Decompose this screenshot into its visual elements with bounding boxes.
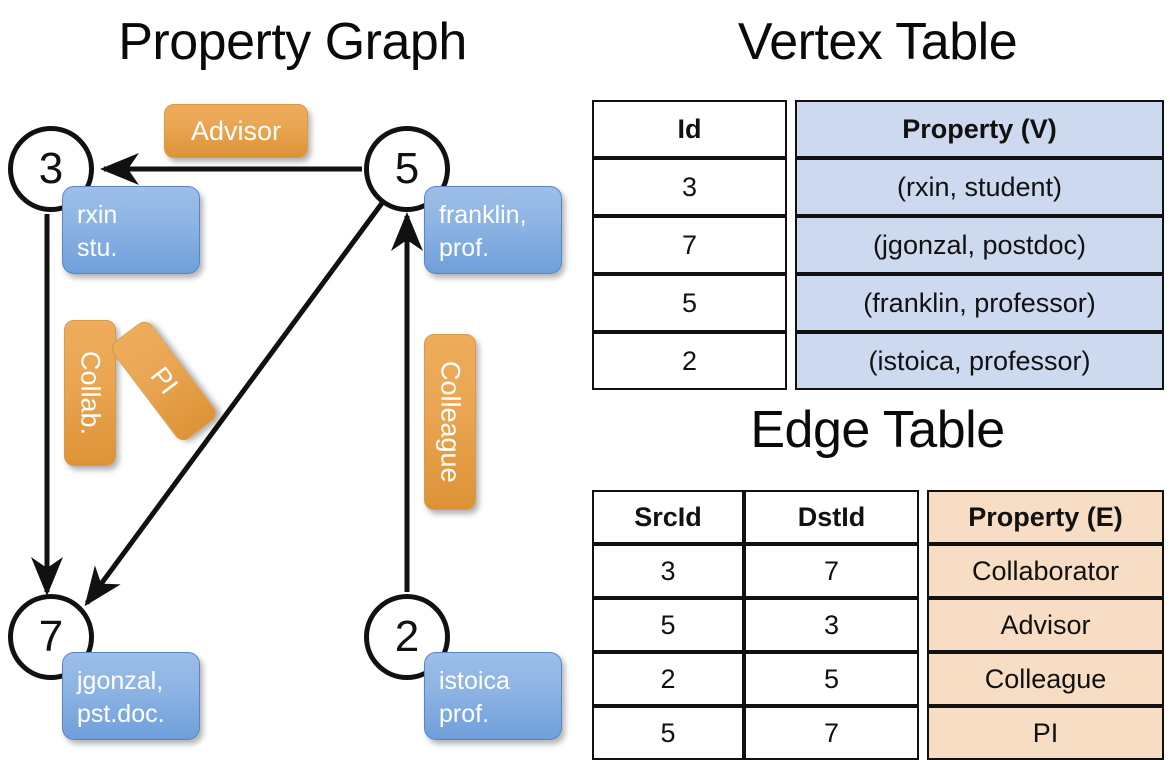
edge-label-collab: Collab.: [64, 320, 116, 466]
edge-table-header-srcid: SrcId: [592, 490, 744, 544]
vertex-property-callout-7: jgonzal, pst.doc.: [62, 652, 200, 740]
table-row[interactable]: 5 3 Advisor: [592, 598, 1164, 652]
vertex-property-callout-5-line2: prof.: [439, 234, 490, 262]
table-row[interactable]: 2 (istoica, professor): [592, 332, 1164, 390]
graph-node-2-label: 2: [394, 612, 420, 661]
table-row[interactable]: 3 7 Collaborator: [592, 544, 1164, 598]
graph-node-5-label: 5: [394, 144, 420, 193]
vertex-property-callout-3-line2: stu.: [77, 234, 118, 262]
edge-table-cell-srcid: 2: [592, 652, 744, 706]
edge-table-header-property: Property (E): [927, 490, 1164, 544]
vertex-table-header-property: Property (V): [795, 100, 1164, 158]
vertex-property-callout-2: istoica prof.: [424, 652, 562, 740]
vertex-property-callout-5-line1: franklin,: [439, 201, 527, 229]
vertex-table: Id Property (V) 3 (rxin, student) 7 (jgo…: [592, 100, 1164, 390]
graph-node-3-label: 3: [38, 144, 64, 193]
edge-table-cell-dstid: 3: [744, 598, 919, 652]
edge-table: SrcId DstId Property (E) 3 7 Collaborato…: [592, 490, 1164, 760]
edge-label-colleague: Colleague: [424, 334, 476, 510]
edge-table-cell-dstid: 5: [744, 652, 919, 706]
vertex-property-callout-7-line2: pst.doc.: [77, 700, 165, 728]
vertex-table-column-gap: [787, 216, 795, 274]
vertex-property-callout-2-line1: istoica: [439, 667, 510, 695]
table-row[interactable]: 5 (franklin, professor): [592, 274, 1164, 332]
vertex-table-cell-property: (rxin, student): [795, 158, 1164, 216]
edge-label-collab-text: Collab.: [75, 350, 106, 436]
edge-arrow-5-to-7: [84, 193, 391, 607]
vertex-table-cell-id: 3: [592, 158, 787, 216]
vertex-table-column-gap: [787, 158, 795, 216]
edge-label-pi-text: PI: [144, 361, 185, 400]
edge-table-cell-srcid: 5: [592, 706, 744, 760]
table-row[interactable]: 2 5 Colleague: [592, 652, 1164, 706]
vertex-table-header-id: Id: [592, 100, 787, 158]
vertex-table-cell-property: (franklin, professor): [795, 274, 1164, 332]
edge-table-column-gap: [919, 490, 927, 544]
edge-table-cell-srcid: 5: [592, 598, 744, 652]
vertex-property-callout-2-line2: prof.: [439, 700, 490, 728]
vertex-property-callout-3: rxin stu.: [62, 186, 200, 274]
edge-label-advisor: Advisor: [164, 104, 308, 158]
table-row[interactable]: 3 (rxin, student): [592, 158, 1164, 216]
vertex-table-cell-property: (jgonzal, postdoc): [795, 216, 1164, 274]
vertex-property-callout-3-line1: rxin: [77, 201, 118, 229]
edge-table-header-dstid: DstId: [744, 490, 919, 544]
edge-table-cell-property: Collaborator: [927, 544, 1164, 598]
edge-table-column-gap: [919, 706, 927, 760]
edge-table-column-gap: [919, 652, 927, 706]
graph-node-5[interactable]: 5: [364, 126, 450, 212]
edge-table-cell-srcid: 3: [592, 544, 744, 598]
edge-table-cell-property: Colleague: [927, 652, 1164, 706]
page-title-edge-table: Edge Table: [750, 401, 1005, 459]
edge-table-cell-property: PI: [927, 706, 1164, 760]
vertex-table-column-gap: [787, 274, 795, 332]
graph-node-7-label: 7: [38, 612, 64, 661]
vertex-property-callout-5: franklin, prof.: [424, 186, 562, 274]
vertex-table-column-gap: [787, 332, 795, 390]
edge-table-column-gap: [919, 544, 927, 598]
vertex-table-cell-id: 5: [592, 274, 787, 332]
vertex-table-cell-property: (istoica, professor): [795, 332, 1164, 390]
vertex-table-header-row: Id Property (V): [592, 100, 1164, 158]
edge-table-cell-dstid: 7: [744, 544, 919, 598]
edge-table-column-gap: [919, 598, 927, 652]
edge-table-cell-dstid: 7: [744, 706, 919, 760]
edge-table-header-row: SrcId DstId Property (E): [592, 490, 1164, 544]
vertex-table-cell-id: 7: [592, 216, 787, 274]
page-title-vertex-table: Vertex Table: [737, 13, 1018, 71]
graph-edge-arrows: [30, 152, 424, 607]
edge-table-cell-property: Advisor: [927, 598, 1164, 652]
property-graph-diagram: 3 5 7 2 rxin stu. franklin, prof. jgonza…: [8, 104, 562, 740]
vertex-property-callout-7-line1: jgonzal,: [77, 667, 164, 695]
page-title-property-graph: Property Graph: [118, 13, 467, 71]
table-row[interactable]: 7 (jgonzal, postdoc): [592, 216, 1164, 274]
vertex-table-column-gap: [787, 100, 795, 158]
graph-node-2[interactable]: 2: [364, 594, 450, 680]
vertex-table-cell-id: 2: [592, 332, 787, 390]
edge-label-advisor-text: Advisor: [190, 115, 282, 146]
edge-label-colleague-text: Colleague: [435, 361, 466, 483]
table-row[interactable]: 5 7 PI: [592, 706, 1164, 760]
